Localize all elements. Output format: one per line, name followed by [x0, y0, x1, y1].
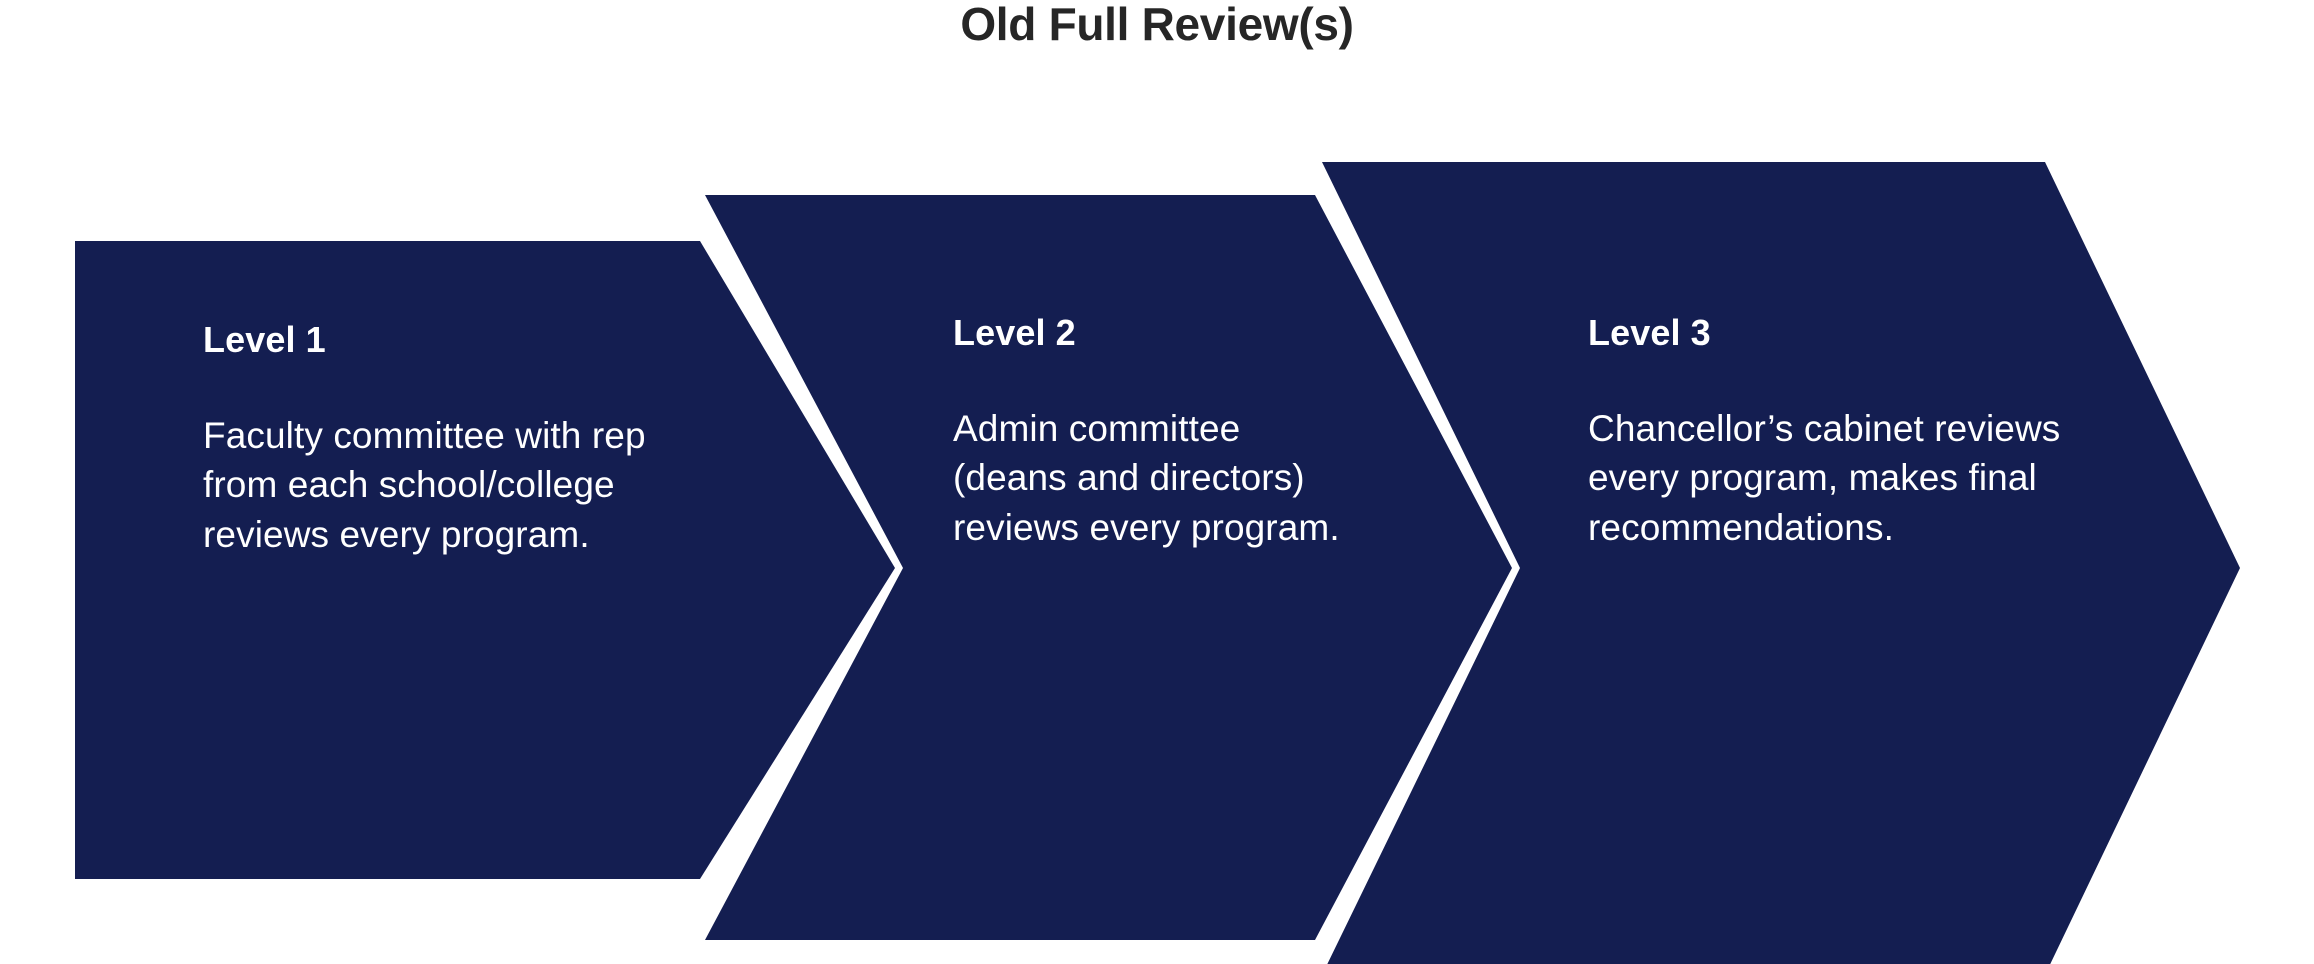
step-3-heading: Level 3	[1588, 312, 1711, 353]
step-1-body: Faculty committee with rep from each sch…	[203, 415, 646, 555]
step-2-body: Admin committee (deans and directors) re…	[953, 408, 1340, 548]
page-title: Old Full Review(s)	[960, 0, 1354, 50]
step-3-chevron-shape	[1322, 162, 2240, 964]
step-3-body: Chancellor’s cabinet reviews every progr…	[1588, 408, 2061, 548]
step-3-text-block: Level 3 Chancellor’s cabinet reviews eve…	[1588, 311, 2118, 552]
step-1-text-block: Level 1 Faculty committee with rep from …	[203, 318, 673, 559]
step-2-chevron-shape	[705, 195, 1512, 940]
step-2-heading: Level 2	[953, 312, 1076, 353]
step-1-heading: Level 1	[203, 319, 326, 360]
step-2-text-block: Level 2 Admin committee (deans and direc…	[953, 311, 1343, 552]
step-1-chevron-shape	[75, 241, 895, 879]
